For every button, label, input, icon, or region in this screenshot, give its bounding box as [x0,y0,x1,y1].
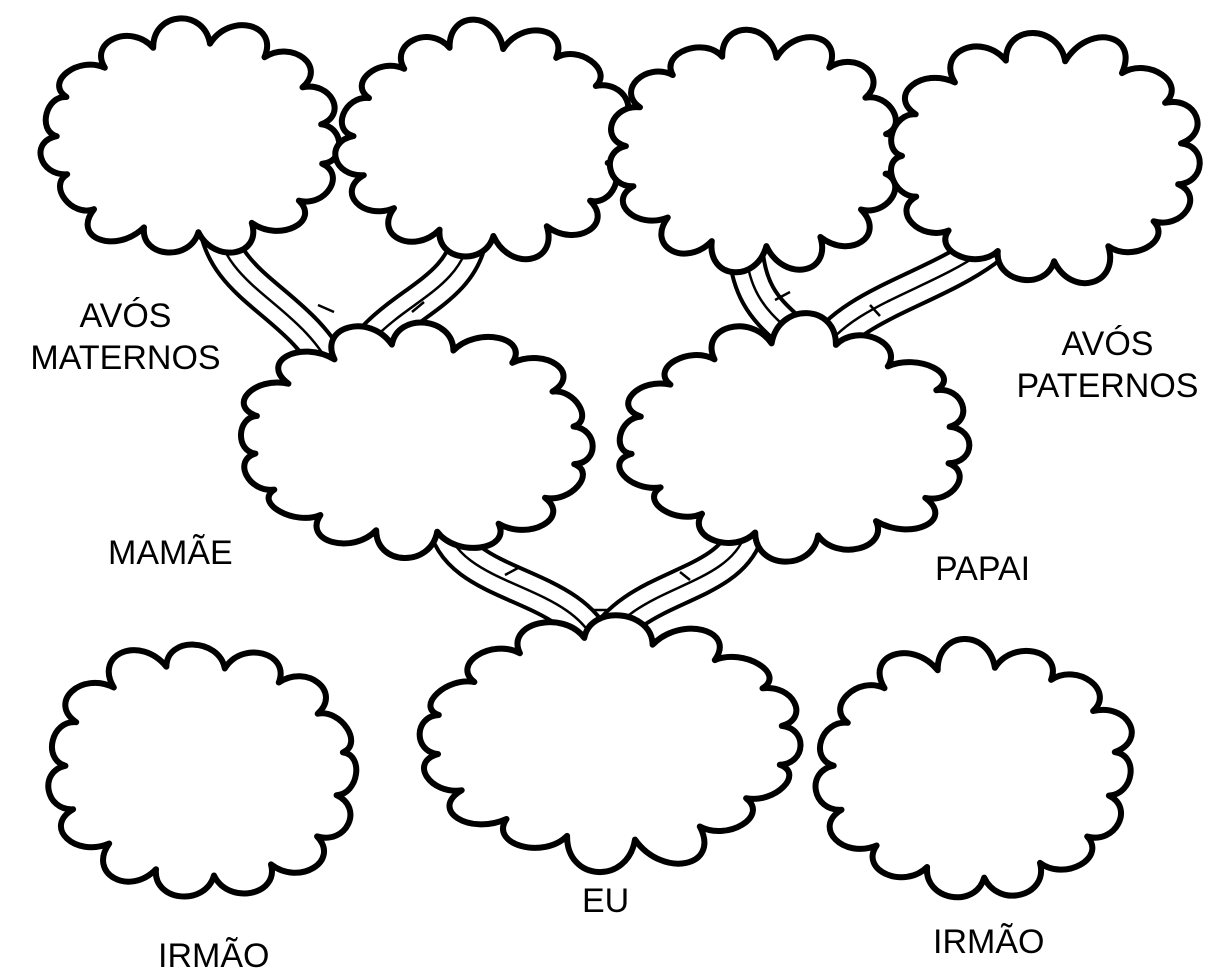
label-me: EU [582,882,630,920]
bark-mark [869,304,881,317]
label-maternal-grandparents-line2: MATERNOS [30,339,221,377]
crown-me [416,612,804,876]
label-mother: MAMÃE [108,534,233,572]
label-paternal-grandparents-line2: PATERNOS [1016,367,1199,405]
label-paternal-grandparents: AVÓS PATERNOS [1000,323,1215,407]
bark-mark [679,571,691,581]
label-sibling-right: IRMÃO [933,923,1045,961]
label-father: PAPAI [935,550,1031,588]
crown-maternal-grandparent-2 [332,16,636,263]
label-maternal-grandparents-line1: AVÓS [79,297,172,335]
crown-paternal-grandparent-2 [888,29,1203,287]
label-paternal-grandparents-line1: AVÓS [1061,325,1154,363]
bark-mark [774,290,791,302]
label-sibling-left: IRMÃO [158,937,270,975]
crown-sibling-left [45,641,360,900]
crown-father [616,310,973,565]
bark-mark [317,303,335,314]
label-maternal-grandparents: AVÓS MATERNOS [18,295,233,379]
bark-mark [411,301,425,313]
tree-crowns [37,15,1203,901]
crown-mother [238,319,596,562]
crown-sibling-right [812,636,1135,901]
bark-mark [504,566,519,577]
crown-paternal-grandparent-1 [607,26,910,276]
crown-maternal-grandparent-1 [37,15,343,256]
